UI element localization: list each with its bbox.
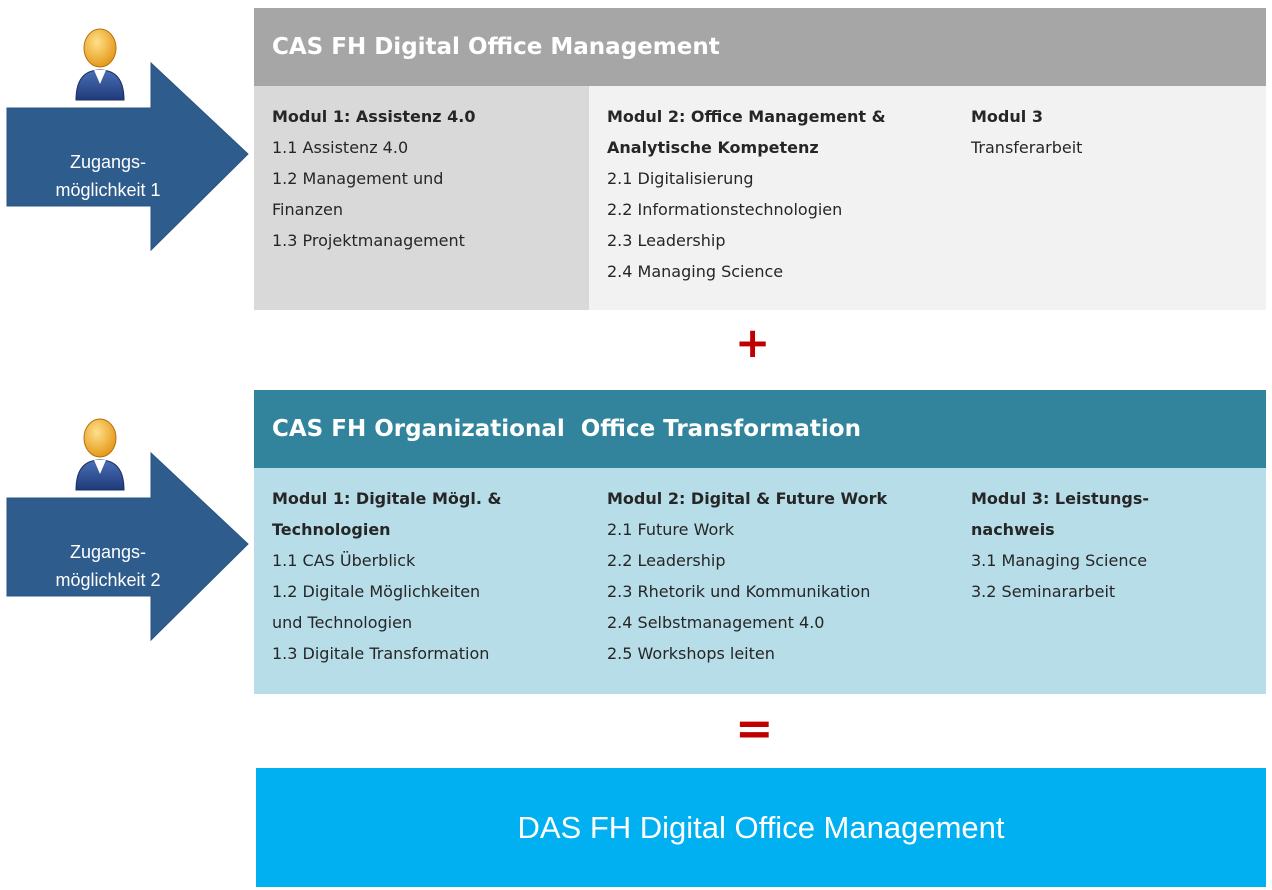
module-column-2: Modul 2: Office Management & Analytische…	[589, 86, 953, 310]
module-item: 3.2 Seminararbeit	[971, 582, 1116, 601]
module-item: 2.2 Informationstechnologien	[607, 200, 843, 219]
access-point-1: Zugangs- möglichkeit 1	[0, 0, 250, 300]
access-label: Zugangs- möglichkeit 2	[55, 542, 161, 590]
module-title: Modul 3: Leistungs- nachweis	[971, 489, 1150, 539]
program-title: CAS FH Organizational Office Transformat…	[254, 390, 1266, 468]
module-item: 1.3 Digitale Transformation	[272, 644, 490, 663]
person-icon	[75, 28, 125, 101]
plus-sign: +	[735, 318, 771, 367]
access-label: Zugangs- möglichkeit 1	[55, 152, 161, 200]
module-item: 2.2 Leadership	[607, 551, 726, 570]
module-item: 1.3 Projektmanagement	[272, 231, 465, 250]
arrow-right-icon	[6, 61, 249, 252]
module-item: 1.2 Digitale Möglichkeiten und Technolog…	[272, 582, 481, 632]
module-row: Modul 1: Digitale Mögl. & Technologien 1…	[254, 468, 1266, 694]
module-item: 2.3 Rhetorik und Kommunikation	[607, 582, 871, 601]
access-point-2: Zugangs- möglichkeit 2	[0, 390, 250, 690]
module-item: 2.3 Leadership	[607, 231, 726, 250]
module-column-3: Modul 3 Transferarbeit	[953, 86, 1266, 310]
module-item: 2.4 Selbstmanagement 4.0	[607, 613, 825, 632]
module-column-3: Modul 3: Leistungs- nachweis 3.1 Managin…	[953, 468, 1266, 694]
module-item: 2.4 Managing Science	[607, 262, 784, 281]
module-item: 1.2 Management und Finanzen	[272, 169, 444, 219]
result-box: DAS FH Digital Office Management	[256, 768, 1266, 887]
program-box-2: CAS FH Organizational Office Transformat…	[254, 390, 1266, 694]
module-row: Modul 1: Assistenz 4.0 1.1 Assistenz 4.0…	[254, 86, 1266, 310]
person-icon	[75, 418, 125, 491]
equals-sign: =	[735, 701, 774, 755]
result-title: DAS FH Digital Office Management	[517, 809, 1005, 845]
module-item: 2.1 Digitalisierung	[607, 169, 754, 188]
module-title: Modul 3	[971, 107, 1043, 126]
module-item: 2.1 Future Work	[607, 520, 735, 539]
module-item: 2.5 Workshops leiten	[607, 644, 775, 663]
module-column-1: Modul 1: Digitale Mögl. & Technologien 1…	[254, 468, 589, 694]
module-title: Modul 1: Digitale Mögl. & Technologien	[272, 489, 502, 539]
module-column-1: Modul 1: Assistenz 4.0 1.1 Assistenz 4.0…	[254, 86, 589, 310]
module-item: 3.1 Managing Science	[971, 551, 1148, 570]
module-title: Modul 1: Assistenz 4.0	[272, 107, 476, 126]
module-item: Transferarbeit	[971, 138, 1083, 157]
program-box-1: CAS FH Digital Office Management Modul 1…	[254, 8, 1266, 310]
module-column-2: Modul 2: Digital & Future Work 2.1 Futur…	[589, 468, 953, 694]
module-title: Modul 2: Digital & Future Work	[607, 489, 888, 508]
arrow-right-icon	[6, 451, 249, 642]
module-item: 1.1 Assistenz 4.0	[272, 138, 409, 157]
module-item: 1.1 CAS Überblick	[272, 551, 416, 570]
program-title: CAS FH Digital Office Management	[254, 8, 1266, 86]
module-title: Modul 2: Office Management & Analytische…	[607, 107, 886, 157]
